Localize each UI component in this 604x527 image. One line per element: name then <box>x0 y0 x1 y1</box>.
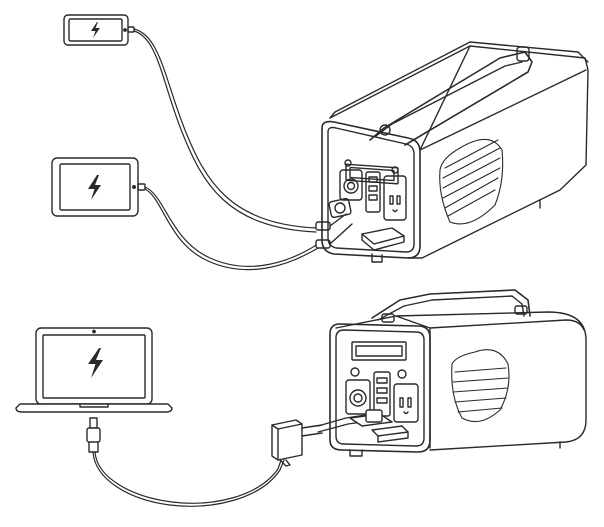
vent-grille <box>451 349 510 423</box>
smartphone <box>63 14 135 46</box>
lightning-bolt-icon <box>88 348 103 378</box>
tablet <box>51 157 146 217</box>
portable-power-station <box>321 41 589 263</box>
ac-adapter <box>271 419 323 467</box>
laptop <box>15 327 173 413</box>
lightning-bolt-icon <box>91 22 100 38</box>
scene-phone-tablet <box>51 14 589 271</box>
usb-cable <box>144 186 319 271</box>
portable-power-station <box>329 289 587 457</box>
lightning-bolt-icon <box>88 175 101 200</box>
dc-barrel-plug <box>86 417 101 453</box>
scene-laptop <box>15 289 587 507</box>
usb-cable <box>133 28 319 233</box>
dc-cable <box>92 451 285 507</box>
vent-grille <box>439 138 504 225</box>
